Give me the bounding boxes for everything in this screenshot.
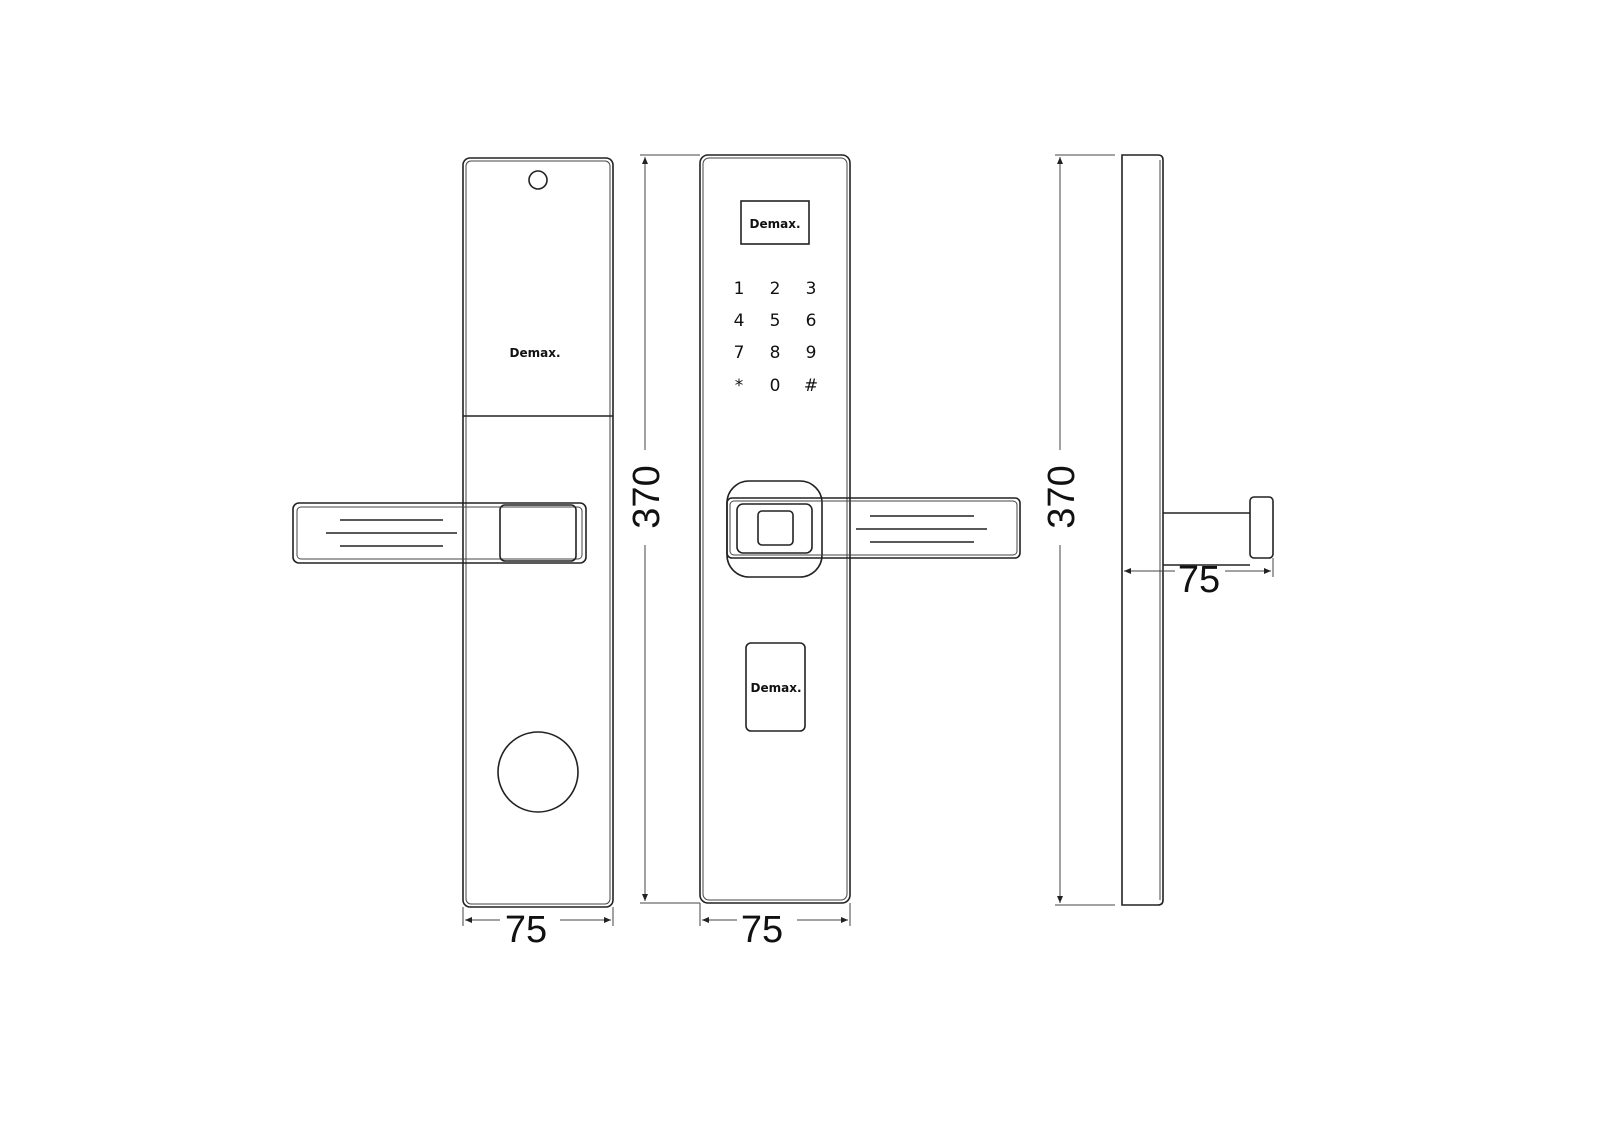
brand-logo-card: Demax. bbox=[751, 681, 802, 695]
key-7[interactable]: 7 bbox=[734, 343, 745, 363]
knob-icon bbox=[497, 731, 579, 813]
front-plate bbox=[699, 154, 851, 904]
back-view: Demax. 75 370 bbox=[292, 154, 700, 951]
thumb-turn[interactable] bbox=[499, 504, 577, 562]
dimension-height-side: 370 bbox=[1041, 154, 1115, 906]
svg-text:370: 370 bbox=[1041, 465, 1083, 528]
brand-logo: Demax. bbox=[510, 346, 561, 360]
key-2[interactable]: 2 bbox=[770, 279, 781, 299]
side-plate bbox=[1121, 154, 1164, 906]
key-3[interactable]: 3 bbox=[806, 279, 817, 299]
svg-text:75: 75 bbox=[1178, 559, 1220, 601]
dimension-height-front: 370 bbox=[626, 154, 700, 904]
card-reader[interactable] bbox=[745, 642, 806, 732]
key-4[interactable]: 4 bbox=[734, 311, 745, 331]
key-8[interactable]: 8 bbox=[770, 343, 781, 363]
svg-text:75: 75 bbox=[505, 909, 547, 951]
key-1[interactable]: 1 bbox=[734, 279, 745, 299]
display-panel bbox=[740, 200, 810, 245]
key-star[interactable]: * bbox=[735, 376, 744, 396]
svg-text:75: 75 bbox=[741, 909, 783, 951]
side-handle[interactable] bbox=[1163, 496, 1274, 566]
key-hash[interactable]: # bbox=[804, 376, 818, 396]
fingerprint-sensor-icon[interactable] bbox=[757, 510, 794, 546]
mount-hole-icon bbox=[528, 170, 548, 190]
key-9[interactable]: 9 bbox=[806, 343, 817, 363]
back-handle[interactable] bbox=[292, 502, 587, 564]
front-handle[interactable] bbox=[726, 480, 1021, 578]
dimension-back-width: 75 bbox=[462, 907, 614, 951]
svg-text:370: 370 bbox=[626, 465, 668, 528]
keypad[interactable]: 1 2 3 4 5 6 7 8 9 * 0 # bbox=[734, 279, 819, 396]
key-5[interactable]: 5 bbox=[770, 311, 781, 331]
dimension-handle-projection: 75 bbox=[1124, 558, 1274, 601]
front-view: Demax. 1 2 3 4 5 6 7 8 9 * 0 # Demax. bbox=[699, 154, 1021, 951]
brand-logo-display: Demax. bbox=[750, 217, 801, 231]
key-6[interactable]: 6 bbox=[806, 311, 817, 331]
back-plate bbox=[462, 157, 614, 908]
dimension-front-width: 75 bbox=[699, 903, 851, 951]
side-view: 370 75 bbox=[1041, 154, 1274, 906]
key-0[interactable]: 0 bbox=[770, 376, 781, 396]
